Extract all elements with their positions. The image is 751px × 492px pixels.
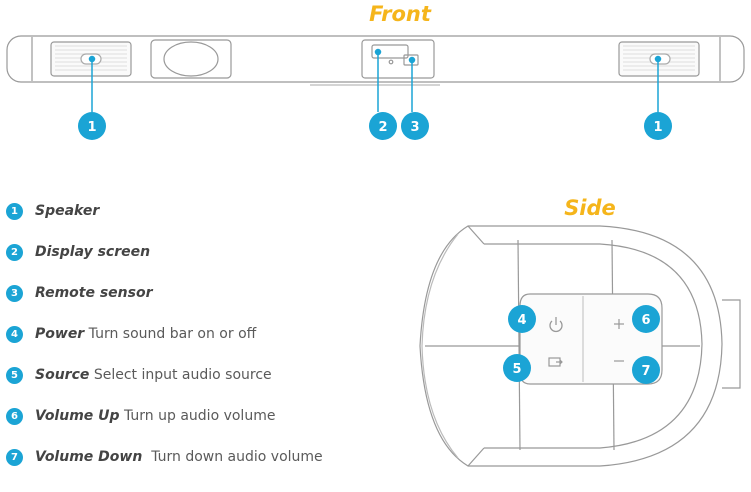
svg-text:5: 5 xyxy=(512,362,521,377)
legend-label: Source Select input audio source xyxy=(35,367,272,383)
plus-icon xyxy=(614,319,624,329)
legend-label: Display screen xyxy=(35,244,150,260)
legend-item-source: 5 Source Select input audio source xyxy=(6,364,272,386)
soundbar-side-view xyxy=(419,225,741,467)
callout-source: 5 xyxy=(503,354,531,382)
side-title: Side xyxy=(564,196,616,220)
soundbar-front-view xyxy=(6,35,745,86)
legend-label: Volume Up Turn up audio volume xyxy=(35,408,275,424)
legend-item-display: 2 Display screen xyxy=(6,241,150,263)
svg-text:2: 2 xyxy=(378,120,387,135)
legend-number: 1 xyxy=(6,202,23,220)
front-leader-lines xyxy=(88,48,662,112)
remote-sensor-window xyxy=(403,54,419,66)
callout-power: 4 xyxy=(508,305,536,333)
callout-volume-up: 6 xyxy=(632,305,660,333)
legend-item-volume-up: 6 Volume Up Turn up audio volume xyxy=(6,405,275,427)
side-button-panel xyxy=(519,293,663,385)
legend-number: 2 xyxy=(6,243,23,261)
legend-term: Speaker xyxy=(35,203,100,219)
legend-description: Turn down audio volume xyxy=(142,449,323,465)
display-module xyxy=(361,39,435,79)
legend-label: Power Turn sound bar on or off xyxy=(35,326,256,342)
center-port xyxy=(150,39,232,79)
legend-item-power: 4 Power Turn sound bar on or off xyxy=(6,323,256,345)
svg-text:7: 7 xyxy=(641,364,650,379)
legend-term: Volume Up xyxy=(35,408,120,424)
legend-item-speaker: 1 Speaker xyxy=(6,200,99,222)
legend-term: Remote sensor xyxy=(35,285,153,301)
display-screen xyxy=(371,44,409,59)
legend-description: Turn up audio volume xyxy=(119,408,276,424)
legend-label: Remote sensor xyxy=(35,285,153,301)
svg-text:1: 1 xyxy=(87,120,96,135)
soundbar-body xyxy=(6,35,745,83)
legend-label: Volume Down Turn down audio volume xyxy=(35,449,323,465)
legend-term: Volume Down xyxy=(35,449,143,465)
callout-speaker-left: 1 xyxy=(78,112,106,140)
callout-volume-down: 7 xyxy=(632,356,660,384)
side-inner-contour xyxy=(484,243,703,449)
legend-number: 7 xyxy=(6,448,23,466)
legend-item-sensor: 3 Remote sensor xyxy=(6,282,153,304)
svg-text:4: 4 xyxy=(517,313,526,328)
legend-term: Display screen xyxy=(35,244,151,260)
legend-label: Speaker xyxy=(35,203,99,219)
front-title: Front xyxy=(369,2,431,26)
legend-item-volume-down: 7 Volume Down Turn down audio volume xyxy=(6,446,323,468)
callout-display: 2 xyxy=(369,112,397,140)
svg-text:6: 6 xyxy=(641,313,650,328)
svg-text:1: 1 xyxy=(653,120,662,135)
callout-speaker-right: 1 xyxy=(644,112,672,140)
legend-number: 5 xyxy=(6,366,23,384)
legend-number: 3 xyxy=(6,284,23,302)
power-icon xyxy=(549,317,563,333)
legend-number: 4 xyxy=(6,325,23,343)
source-icon xyxy=(548,357,563,367)
callout-sensor: 3 xyxy=(401,112,429,140)
legend-term: Source xyxy=(35,367,90,383)
svg-text:3: 3 xyxy=(410,120,419,135)
legend-number: 6 xyxy=(6,407,23,425)
legend-term: Power xyxy=(35,326,85,342)
legend-description: Select input audio source xyxy=(89,367,272,383)
legend-description: Turn sound bar on or off xyxy=(84,326,257,342)
